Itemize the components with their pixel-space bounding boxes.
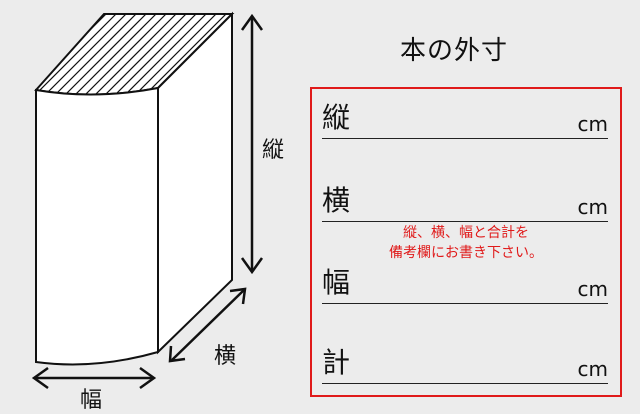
width-unit: cm	[577, 277, 608, 301]
width-input-row[interactable]: 幅 cm	[322, 259, 608, 304]
form-title: 本の外寸	[400, 36, 509, 66]
depth-dimension-label: 横	[214, 344, 237, 369]
height-arrow	[240, 13, 264, 275]
width-dimension-label: 幅	[80, 388, 103, 413]
width-arrow	[31, 366, 157, 390]
note-line-1: 縦、横、幅と合計を	[403, 225, 529, 241]
depth-input-row[interactable]: 横 cm	[322, 177, 608, 222]
total-input-row[interactable]: 計 cm	[322, 339, 608, 384]
height-input-row[interactable]: 縦 cm	[322, 94, 608, 139]
depth-arrow	[168, 287, 247, 363]
total-unit: cm	[577, 357, 608, 381]
width-row-label: 幅	[322, 266, 351, 299]
height-dimension-label: 縦	[262, 138, 285, 163]
total-row-label: 計	[322, 346, 351, 379]
note-line-2: 備考欄にお書き下さい。	[389, 245, 543, 261]
depth-row-label: 横	[322, 184, 351, 217]
depth-unit: cm	[577, 195, 608, 219]
height-unit: cm	[577, 112, 608, 136]
height-row-label: 縦	[322, 101, 351, 134]
book-dimension-diagram	[31, 11, 264, 390]
book-spine-face	[35, 86, 159, 366]
measurement-form: 縦 cm 横 cm 縦、横、幅と合計を 備考欄にお書き下さい。 幅 cm 計 c…	[310, 87, 622, 397]
instruction-note: 縦、横、幅と合計を 備考欄にお書き下さい。	[312, 223, 620, 263]
